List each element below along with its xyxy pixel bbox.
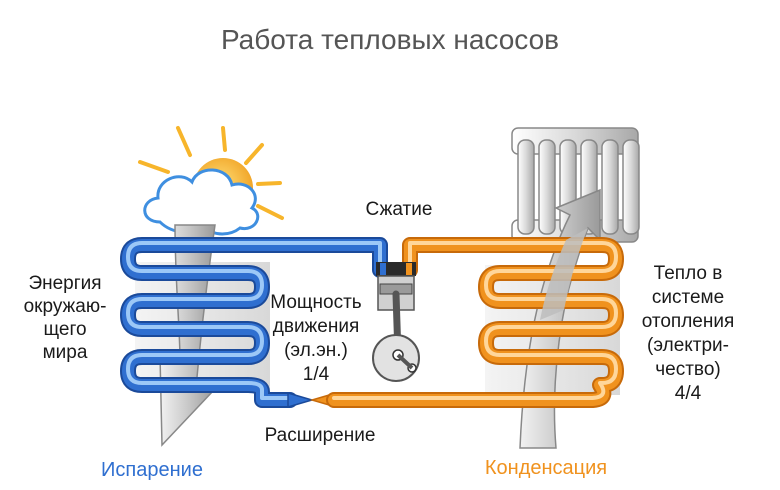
condensation-label: Конденсация: [484, 457, 608, 479]
radiator-icon: [511, 127, 640, 243]
compression-label: Сжатие: [365, 199, 433, 220]
drive-power-label: Мощность движения (эл.эн.) 1/4: [256, 291, 376, 387]
environment-energy-line: щего: [43, 319, 87, 340]
heating-output-line: чество): [655, 359, 721, 380]
hot-pipe: [326, 237, 624, 408]
evaporation-label: Испарение: [101, 459, 203, 481]
heating-output-line: Тепло в: [653, 263, 723, 284]
drive-power-line: 1/4: [302, 364, 330, 385]
drive-power-line: Мощность: [270, 292, 362, 313]
cold-pipe: [120, 237, 388, 408]
condenser-air-arrow-front: [540, 228, 588, 320]
heating-output-label: Тепло в системе отопления (электри- чест…: [628, 262, 748, 406]
expansion-label: Расширение: [264, 425, 376, 446]
environment-energy-line: мира: [42, 342, 88, 363]
environment-energy-line: Энергия: [28, 273, 102, 294]
drive-power-line: (эл.эн.): [284, 340, 348, 361]
environment-energy-line: окружаю-: [23, 296, 107, 317]
drive-power-line: движения: [272, 316, 360, 337]
page-title: Работа тепловых насосов: [220, 24, 560, 55]
compressor-icon: [372, 262, 420, 382]
heating-output-line: (электри-: [647, 335, 729, 356]
heating-output-line: системе: [651, 287, 725, 308]
heating-output-line: 4/4: [674, 383, 702, 404]
heating-output-line: отопления: [641, 311, 735, 332]
environment-energy-label: Энергия окружаю- щего мира: [10, 272, 120, 364]
